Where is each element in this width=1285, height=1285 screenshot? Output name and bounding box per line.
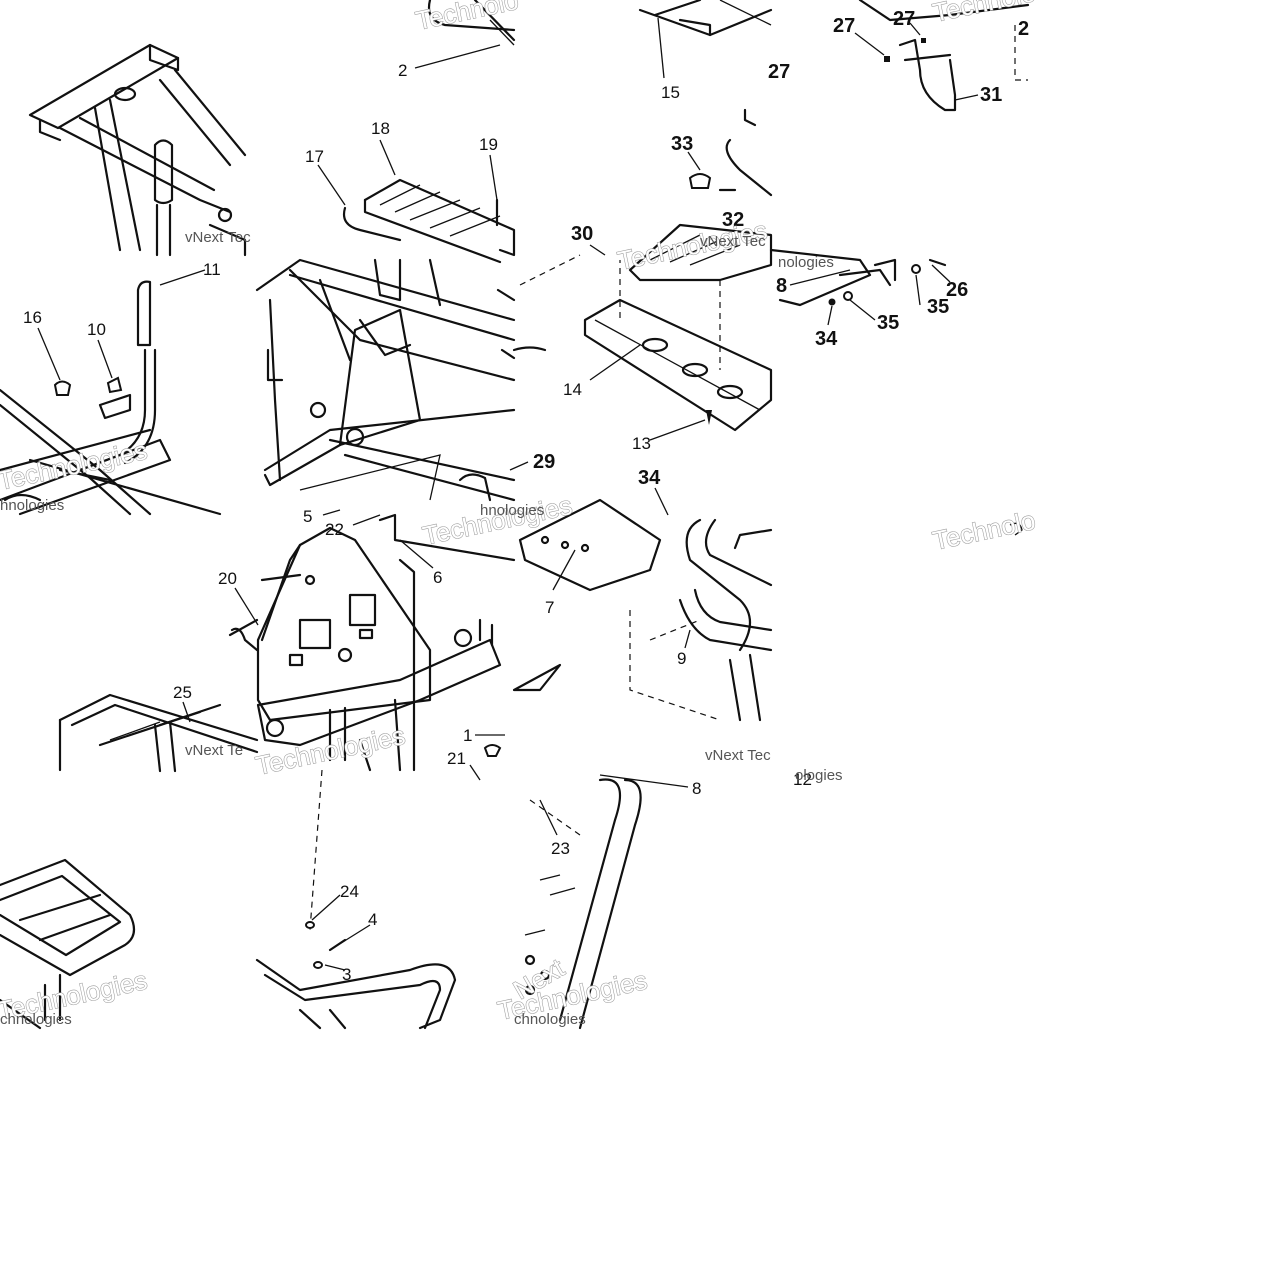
leader-lines <box>37 17 979 971</box>
footrest-right-top <box>628 0 773 282</box>
label-16: 16 <box>23 308 42 327</box>
main-frame-center <box>255 258 516 502</box>
watermark-small: chnologies <box>0 1011 72 1028</box>
bolt-detail <box>1009 522 1023 536</box>
watermark-small: chnologies <box>514 1011 586 1028</box>
watermark-small: ologies <box>795 767 843 784</box>
watermark-small: vNext Tec <box>185 229 251 246</box>
rear-rail-handle <box>0 280 222 516</box>
label-8: 8 <box>692 779 701 798</box>
label-31: 31 <box>980 84 1002 106</box>
label-6: 6 <box>433 568 442 587</box>
label-25: 25 <box>173 683 192 702</box>
label-23: 23 <box>551 839 570 858</box>
front-plate-22 <box>228 513 516 772</box>
label-5: 5 <box>303 507 312 526</box>
label-9: 9 <box>677 649 686 668</box>
label-24: 24 <box>340 882 359 901</box>
label-33: 33 <box>671 133 693 155</box>
rear-bumper-lower <box>255 769 457 1030</box>
rear-rack-lower <box>0 858 136 1030</box>
footrest-left-parts <box>769 248 947 307</box>
watermark: Technolo <box>930 505 1038 556</box>
label-11: 11 <box>203 260 221 279</box>
label-34: 34 <box>815 328 838 350</box>
label-2: 2 <box>398 61 407 80</box>
label-17: 17 <box>305 147 324 166</box>
label-34: 34 <box>638 467 661 489</box>
bracket-31-assembly <box>858 0 1030 112</box>
label-26: 26 <box>946 279 968 301</box>
footrest-assembly-top <box>342 0 516 264</box>
rear-rack-frame-top <box>28 43 247 257</box>
label-29: 29 <box>533 451 555 473</box>
label-13: 13 <box>632 434 651 453</box>
watermark-small: nologies <box>778 254 834 271</box>
label-35: 35 <box>877 312 899 334</box>
label-30: 30 <box>571 223 593 245</box>
label-8: 8 <box>776 275 787 297</box>
label-15: 15 <box>661 83 680 102</box>
label-27: 27 <box>768 61 790 83</box>
fender-23 <box>524 778 642 1030</box>
watermark: Technologies <box>420 490 575 551</box>
label-3: 3 <box>342 965 351 984</box>
label-12: 12 <box>793 770 812 789</box>
label-18: 18 <box>371 119 390 138</box>
watermark-small: vNext Tec <box>705 747 771 764</box>
label-19: 19 <box>479 135 498 154</box>
label-22: 22 <box>325 520 344 539</box>
label-27: 27 <box>833 15 855 37</box>
watermark-small: hnologies <box>480 502 544 519</box>
label-1: 1 <box>463 726 472 745</box>
watermark-small: vNext Tec <box>700 233 766 250</box>
label-7: 7 <box>545 598 554 617</box>
watermark-small: vNext Te <box>185 742 243 759</box>
callout-labels: 2 15 27 27 27 2 31 18 17 19 33 32 30 8 2… <box>23 8 1029 984</box>
label-35: 35 <box>927 296 949 318</box>
watermark-small: hnologies <box>0 497 64 514</box>
label-32: 32 <box>722 209 744 231</box>
label-27: 27 <box>893 8 915 30</box>
front-bumper-9 <box>512 498 773 722</box>
label-21: 21 <box>447 749 466 768</box>
label-20: 20 <box>218 569 237 588</box>
label-4: 4 <box>368 910 377 929</box>
label-2: 2 <box>1018 18 1029 40</box>
label-14: 14 <box>563 380 582 399</box>
label-10: 10 <box>87 320 106 339</box>
rear-rack-25 <box>58 627 259 773</box>
cross-member-14 <box>512 254 773 432</box>
